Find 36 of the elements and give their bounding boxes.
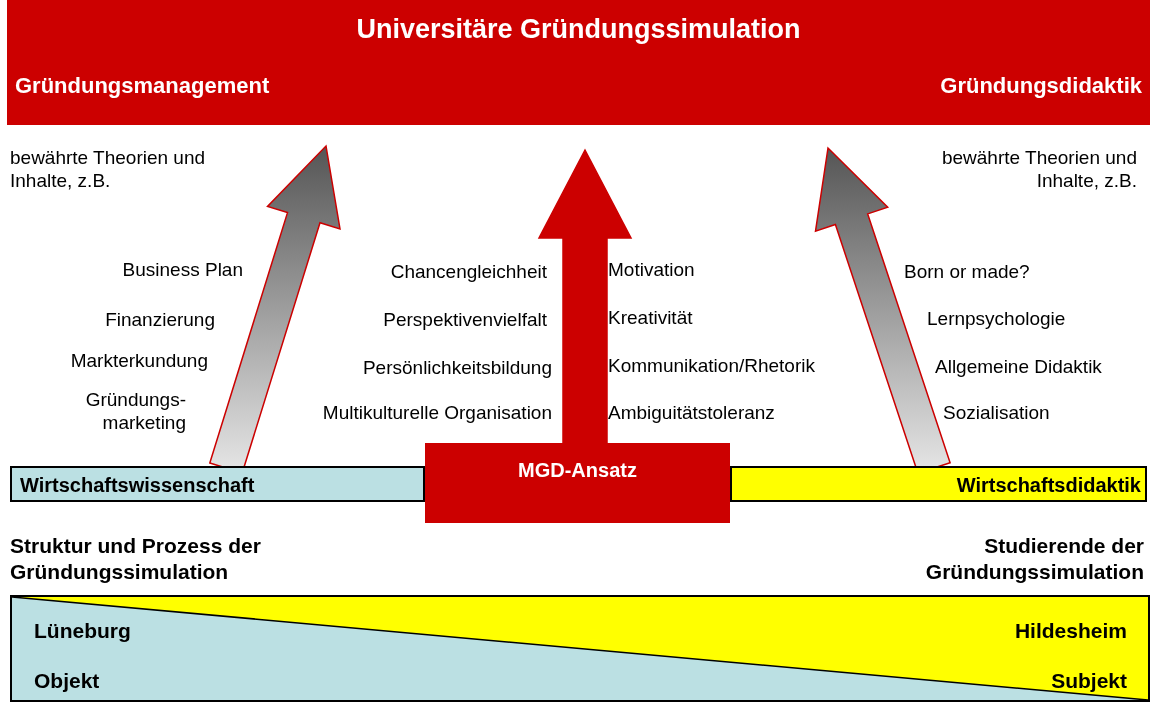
note-text: bewährte Theorien und Inhalte, z.B.: [10, 146, 207, 192]
topic-label: Business Plan: [121, 258, 243, 281]
band-label: Objekt: [34, 669, 101, 693]
topic-label: Allgemeine Didaktik: [935, 355, 1103, 378]
discipline-bar: [730, 466, 1147, 502]
bar-label: Wirtschaftsdidaktik: [955, 474, 1141, 497]
topic-label: Sozialisation: [943, 401, 1051, 424]
topic-label: Gründungs- marketing: [84, 388, 186, 434]
band-label: Lüneburg: [34, 619, 132, 643]
banner-title: Universitäre Gründungssimulation: [355, 14, 802, 45]
topic-label: Kommunikation/Rhetorik: [608, 354, 816, 377]
approach-box: [425, 443, 730, 523]
title-banner: [7, 0, 1150, 125]
bar-label: Wirtschaftswissenschaft: [20, 474, 256, 497]
topic-label: Perspektivenvielfalt: [382, 308, 547, 331]
topic-label: Chancengleichheit: [389, 260, 547, 283]
section-heading: Struktur und Prozess der Gründungssimulation: [10, 533, 262, 585]
topic-label: Lernpsychologie: [927, 307, 1067, 330]
banner-subtitle: Gründungsdidaktik: [939, 73, 1142, 99]
topic-label: Multikulturelle Organisation: [321, 401, 552, 424]
box-label: MGD-Ansatz: [517, 459, 638, 482]
topic-label: Ambiguitätstoleranz: [608, 401, 776, 424]
note-text: bewährte Theorien und Inhalte, z.B.: [940, 146, 1137, 192]
topic-label: Markterkundung: [69, 349, 208, 372]
topic-label: Persönlichkeitsbildung: [361, 356, 552, 379]
arrow: [537, 148, 633, 446]
band-label: Subjekt: [1050, 669, 1127, 693]
topic-label: Finanzierung: [104, 308, 215, 331]
band-label: Hildesheim: [1013, 619, 1127, 643]
topic-label: Kreativität: [608, 306, 694, 329]
section-heading: Studierende der Gründungssimulation: [924, 533, 1144, 585]
banner-subtitle: Gründungsmanagement: [15, 73, 271, 99]
topic-label: Born or made?: [904, 260, 1031, 283]
gradient-band: [10, 595, 1150, 702]
topic-label: Motivation: [608, 258, 696, 281]
discipline-bar: [10, 466, 425, 502]
